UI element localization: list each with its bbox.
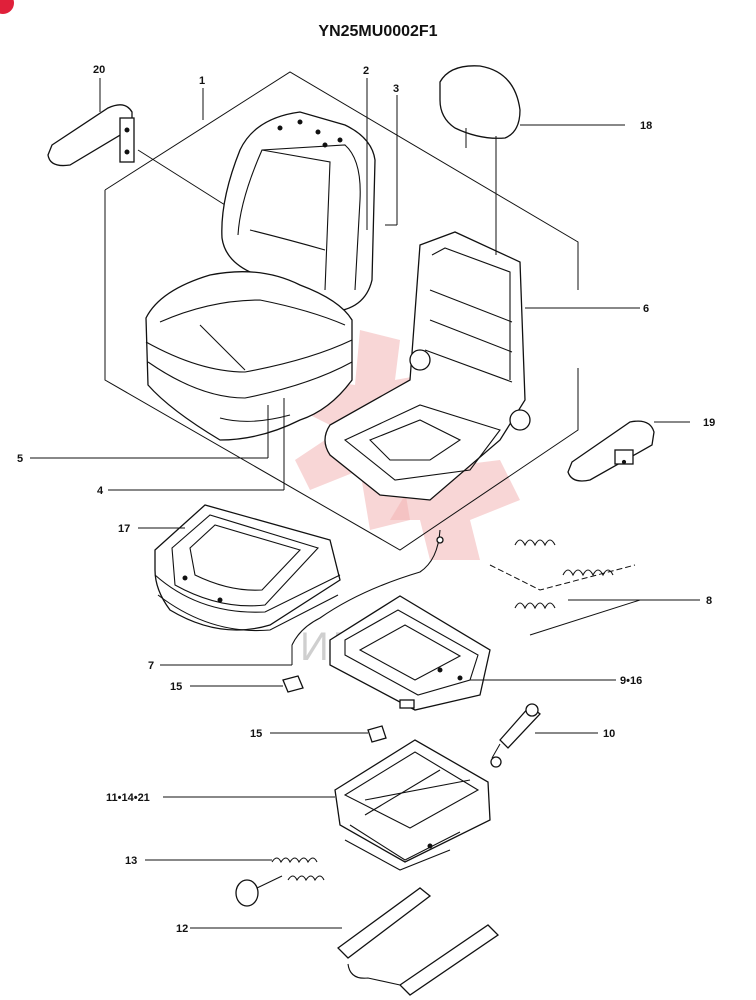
part-13-adjust-springs-knob [235, 857, 325, 907]
part-6-seat-frame [324, 142, 531, 501]
part-9-16-slide-rail-assembly [329, 595, 491, 711]
callout-20: 20 [93, 64, 105, 76]
part-15-stopper-upper [282, 675, 304, 693]
part-12-slide-rails [337, 887, 500, 996]
part-20-left-armrest [47, 104, 226, 206]
callout-18: 18 [640, 120, 652, 132]
callout-8: 8 [706, 595, 712, 607]
seat-assembly-outline [104, 71, 579, 551]
part-8-springs [489, 539, 641, 636]
callout-2: 2 [363, 65, 369, 77]
callout-17: 17 [118, 523, 130, 535]
callout-15-upper: 15 [170, 681, 182, 693]
diagram-title: YN25MU0002F1 [318, 23, 437, 40]
callout-13: 13 [125, 855, 137, 867]
callout-9-16: 9•16 [620, 675, 642, 687]
part-10-damper [490, 703, 541, 768]
part-19-right-armrest [567, 420, 690, 482]
part-17-cushion-base [154, 504, 341, 632]
callout-1: 1 [199, 75, 205, 87]
callout-19: 19 [703, 417, 715, 429]
part-2-backrest-cushion [221, 111, 376, 313]
part-5-seat-cushion [145, 271, 353, 441]
callout-11-14-21: 11•14•21 [106, 792, 150, 804]
callout-10: 10 [603, 728, 615, 740]
callout-15-lower: 15 [250, 728, 262, 740]
leader-lines [30, 78, 700, 929]
callout-4: 4 [97, 485, 104, 497]
part-18-headrest [439, 65, 625, 160]
part-11-14-21-suspension [334, 739, 491, 871]
callout-3: 3 [393, 83, 399, 95]
callout-7: 7 [148, 660, 154, 672]
part-15-stopper-lower [367, 725, 387, 743]
corner-badge [0, 0, 14, 14]
part-7-lever-cable [291, 529, 444, 646]
callout-6: 6 [643, 303, 649, 315]
callout-12: 12 [176, 923, 188, 935]
callout-5: 5 [17, 453, 23, 465]
